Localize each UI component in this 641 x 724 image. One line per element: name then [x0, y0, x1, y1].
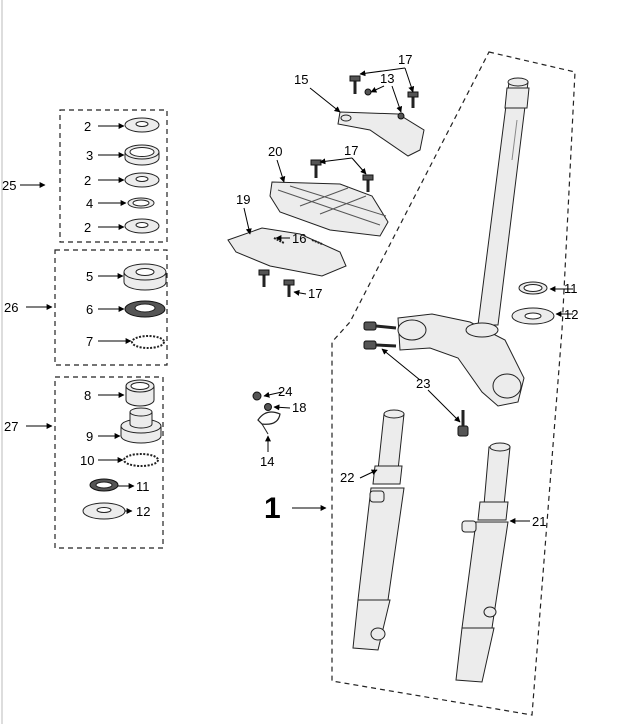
- part-5-bearing-race: [123, 263, 167, 291]
- callout-27: 27: [4, 419, 18, 434]
- part-8-bearing-cup: [125, 379, 155, 407]
- part-7-ball-race: [131, 335, 165, 349]
- callout-21: 21: [532, 514, 546, 529]
- callout-22: 22: [340, 470, 354, 485]
- callout-25: 25: [2, 178, 16, 193]
- callout-17: 17: [344, 143, 358, 158]
- part-22-fork-leg-left: [352, 409, 405, 651]
- callout-11: 11: [564, 281, 578, 296]
- part-2-washer-mid: [124, 172, 160, 188]
- part-17-bolts-mid: [310, 159, 374, 192]
- callout-5: 5: [86, 269, 93, 284]
- part-19-bottom-plate: [227, 227, 347, 277]
- callout-2: 2: [84, 119, 91, 134]
- callout-11: 11: [136, 479, 150, 494]
- callout-9: 9: [86, 429, 93, 444]
- part-20-cover-plate: [269, 181, 389, 237]
- group-box-27: [54, 376, 164, 549]
- callout-17: 17: [398, 52, 412, 67]
- callout-19: 19: [236, 192, 250, 207]
- part-12-washer-right: [511, 307, 555, 325]
- callout-17: 17: [308, 286, 322, 301]
- callout-26: 26: [4, 300, 18, 315]
- callout-15: 15: [294, 72, 308, 87]
- callout-24: 24: [278, 384, 292, 399]
- callout-4: 4: [86, 196, 93, 211]
- callout-7: 7: [86, 334, 93, 349]
- callout-13: 13: [380, 71, 394, 86]
- part-12-washer-left: [82, 502, 126, 520]
- part-triple-clamp: [397, 313, 525, 407]
- part-24-bolt: [252, 391, 262, 401]
- callout-14: 14: [260, 454, 274, 469]
- callout-23: 23: [416, 376, 430, 391]
- part-14-clip: [257, 411, 281, 435]
- callout-20: 20: [268, 144, 282, 159]
- assembly-1-outline: [331, 51, 576, 716]
- part-3-ring: [124, 144, 160, 166]
- callout-2: 2: [84, 220, 91, 235]
- callout-10: 10: [80, 453, 94, 468]
- group-box-26: [54, 249, 168, 366]
- part-17-bolts-lower: [258, 269, 295, 297]
- part-9-bearing-cone: [120, 407, 162, 444]
- callout-2: 2: [84, 173, 91, 188]
- part-4-ring: [127, 197, 155, 209]
- callout-6: 6: [86, 302, 93, 317]
- part-21-fork-leg-right: [455, 442, 511, 683]
- callout-18: 18: [292, 400, 306, 415]
- callout-1: 1: [264, 492, 281, 525]
- callout-16: 16: [292, 231, 306, 246]
- part-17-bolts-top: [349, 75, 419, 108]
- part-2-washer-top: [124, 117, 160, 133]
- callout-8: 8: [84, 388, 91, 403]
- part-6-lock-washer: [124, 300, 166, 318]
- part-23-bolts: [363, 321, 469, 437]
- callout-12: 12: [136, 504, 150, 519]
- part-18-nut: [264, 403, 272, 411]
- part-10-ball-race: [123, 453, 159, 467]
- part-11-seal-right: [518, 281, 548, 295]
- part-11-seal-left: [89, 478, 119, 492]
- callout-12: 12: [564, 307, 578, 322]
- part-steering-stem: [477, 77, 530, 326]
- leader-lines: [20, 67, 573, 524]
- part-2-washer-bottom: [124, 218, 160, 234]
- callout-3: 3: [86, 148, 93, 163]
- group-box-25: [59, 109, 168, 243]
